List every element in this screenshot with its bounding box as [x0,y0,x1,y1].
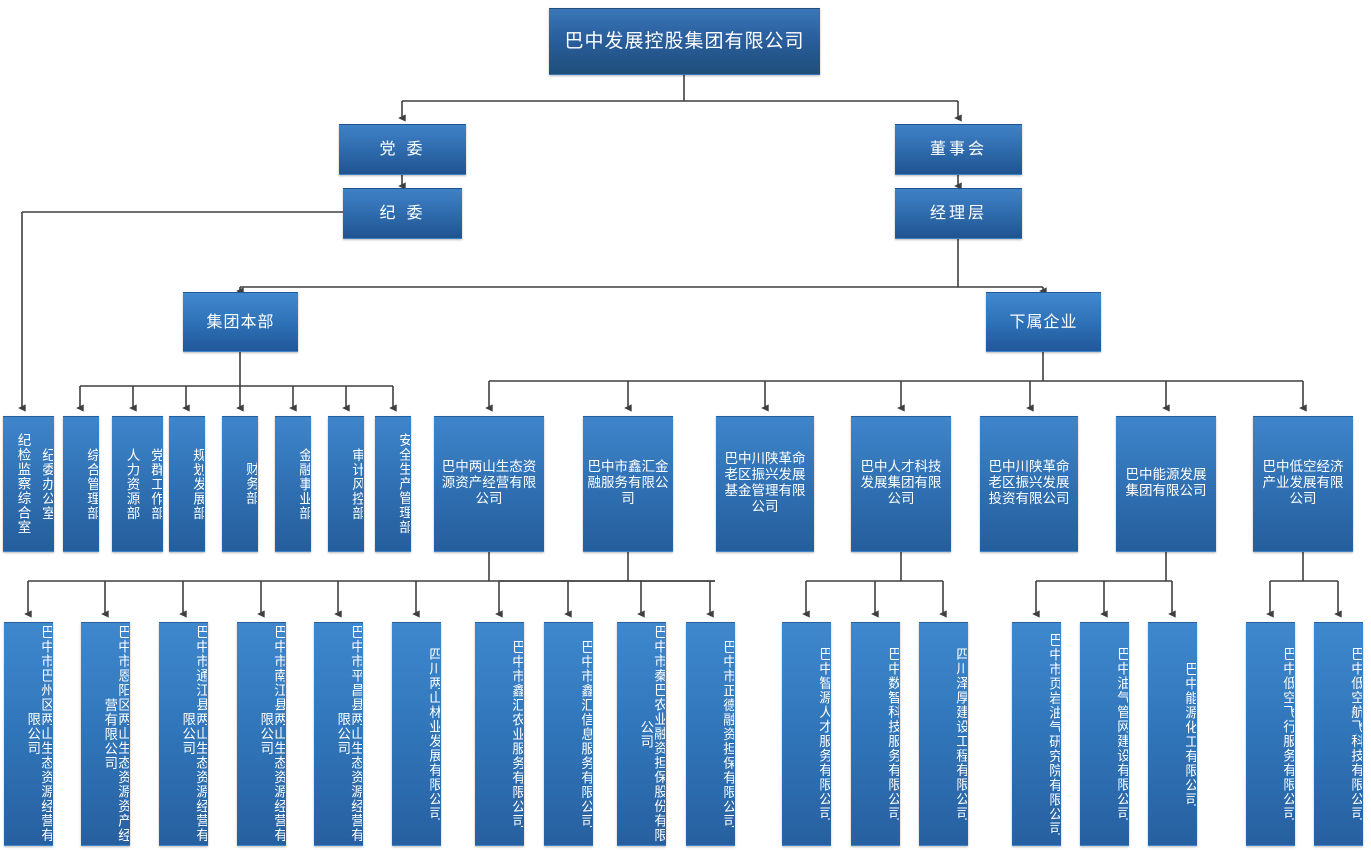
node-management-layer[interactable]: 经理层 [895,188,1022,239]
node-label: 巴中市通江县两山生态资源经营有限公司 [179,625,208,843]
node-label: 巴中人才科技发展集团有限公司 [860,459,942,507]
node-company-xinhui-agriculture[interactable]: 巴中市鑫汇农业服务有限公司 [475,622,524,846]
node-label: 巴中市页岩油气研究院有限公司 [1046,632,1061,836]
node-label: 审计风控部 [349,447,364,521]
node-label-col-right: 人力资源部 [123,447,140,521]
node-label: 四川泽厚建设工程有限公司 [953,647,968,821]
node-company-zhengde-guarantee[interactable]: 巴中市正德融资担保有限公司 [686,622,735,846]
node-subsidiary-xinhui-financial[interactable]: 巴中市鑫汇金融服务有限公司 [583,416,673,552]
node-subsidiary-revitalization-fund[interactable]: 巴中川陕革命老区振兴发展基金管理有限公司 [716,416,814,552]
node-label: 巴中市秦巴农业融资担保股份有限公司 [637,625,666,843]
node-company-oil-gas-pipeline[interactable]: 巴中油气管网建设有限公司 [1080,622,1129,846]
node-label: 巴中两山生态资源资产经营有限公司 [441,459,537,507]
node-label: 董事会 [929,139,987,159]
node-root-company[interactable]: 巴中发展控股集团有限公司 [549,8,820,75]
node-department-planning-development[interactable]: 规划发展部 [169,416,205,552]
node-label: 巴中市恩阳区两山生态资源资产经营有限公司 [101,625,130,843]
node-label: 集团本部 [206,311,275,331]
node-label-col-left: 党群工作部 [148,447,163,521]
node-department-hr-and-party-affairs[interactable]: 人力资源部 党群工作部 [112,416,163,552]
node-label: 巴中能源发展集团有限公司 [1125,467,1207,499]
node-label: 经理层 [929,203,987,223]
node-label: 金融事业部 [296,447,311,521]
node-company-sichuan-liangshan-forestry[interactable]: 四川两山林业发展有限公司 [392,622,441,846]
node-department-audit-risk-control[interactable]: 审计风控部 [328,416,364,552]
node-party-committee[interactable]: 党 委 [339,124,466,175]
node-department-safety-production[interactable]: 安全生产管理部 [375,416,411,552]
node-company-zhiyuan-talent[interactable]: 巴中智源人才服务有限公司 [782,622,831,846]
node-label: 巴中市鑫汇农业服务有限公司 [509,639,524,829]
node-company-shuzhi-technology[interactable]: 巴中数智科技服务有限公司 [851,622,900,846]
node-company-zehou-construction[interactable]: 四川泽厚建设工程有限公司 [919,622,968,846]
node-label: 下属企业 [1009,311,1078,331]
node-label-col-right: 纪检监察综合室 [14,433,31,535]
node-label: 巴中低空航飞科技有限公司 [1348,647,1363,821]
node-board-of-directors[interactable]: 董事会 [895,124,1022,175]
node-label: 巴中低空经济产业发展有限公司 [1262,459,1344,507]
node-department-financial-business[interactable]: 金融事业部 [275,416,311,552]
node-label: 巴中油气管网建设有限公司 [1114,647,1129,821]
node-company-enyang-liangshan[interactable]: 巴中市恩阳区两山生态资源资产经营有限公司 [81,622,130,846]
node-label: 纪 委 [379,203,426,223]
node-subsidiary-energy-development[interactable]: 巴中能源发展集团有限公司 [1116,416,1216,552]
node-company-tongjiang-liangshan[interactable]: 巴中市通江县两山生态资源经营有限公司 [159,622,208,846]
node-label: 巴中市平昌县两山生态资源经营有限公司 [334,625,363,843]
node-label: 巴中市鑫汇金融服务有限公司 [587,459,669,507]
node-department-discipline-office[interactable]: 纪检监察综合室 纪委办公室 [3,416,54,552]
node-label: 巴中智源人才服务有限公司 [816,647,831,821]
node-label: 巴中发展控股集团有限公司 [564,30,805,53]
node-department-finance[interactable]: 财务部 [222,416,258,552]
node-label: 巴中市巴州区两山生态资源经营有限公司 [24,625,53,843]
node-department-general-management[interactable]: 综合管理部 [63,416,99,552]
node-company-nanjiang-liangshan[interactable]: 巴中市南江县两山生态资源经营有限公司 [237,622,286,846]
node-group-headquarters[interactable]: 集团本部 [183,292,298,352]
node-company-pingchang-liangshan[interactable]: 巴中市平昌县两山生态资源经营有限公司 [314,622,363,846]
node-label: 巴中川陕革命老区振兴发展投资有限公司 [988,459,1070,507]
node-company-shale-oil-gas-institute[interactable]: 巴中市页岩油气研究院有限公司 [1012,622,1061,846]
node-label: 党 委 [379,139,426,159]
node-company-bazhou-liangshan[interactable]: 巴中市巴州区两山生态资源经营有限公司 [4,622,53,846]
node-company-xinhui-information[interactable]: 巴中市鑫汇信息服务有限公司 [544,622,593,846]
node-label: 巴中低空飞行服务有限公司 [1280,647,1295,821]
node-label: 巴中数智科技服务有限公司 [885,647,900,821]
node-subsidiary-low-altitude-economy[interactable]: 巴中低空经济产业发展有限公司 [1253,416,1353,552]
node-label: 安全生产管理部 [396,433,411,535]
node-company-low-altitude-aviation-tech[interactable]: 巴中低空航飞科技有限公司 [1314,622,1363,846]
node-label: 财务部 [243,462,258,506]
node-label: 规划发展部 [190,447,205,521]
node-subsidiary-revitalization-investment[interactable]: 巴中川陕革命老区振兴发展投资有限公司 [980,416,1078,552]
node-label: 巴中能源化工有限公司 [1182,661,1197,807]
node-label: 综合管理部 [84,447,99,521]
node-subsidiary-enterprises[interactable]: 下属企业 [986,292,1101,352]
node-subsidiary-liangshan-eco[interactable]: 巴中两山生态资源资产经营有限公司 [434,416,544,552]
node-company-energy-chemical[interactable]: 巴中能源化工有限公司 [1148,622,1197,846]
node-label: 巴中市正德融资担保有限公司 [720,639,735,829]
node-label: 四川两山林业发展有限公司 [426,647,441,821]
node-company-qinba-agri-guarantee[interactable]: 巴中市秦巴农业融资担保股份有限公司 [617,622,666,846]
node-label: 巴中川陕革命老区振兴发展基金管理有限公司 [724,451,806,515]
node-label: 巴中市南江县两山生态资源经营有限公司 [257,625,286,843]
node-label-col-left: 纪委办公室 [39,447,54,521]
node-label: 巴中市鑫汇信息服务有限公司 [578,639,593,829]
node-company-low-altitude-flight-service[interactable]: 巴中低空飞行服务有限公司 [1246,622,1295,846]
node-subsidiary-talent-technology[interactable]: 巴中人才科技发展集团有限公司 [851,416,951,552]
node-discipline-committee[interactable]: 纪 委 [343,188,462,239]
